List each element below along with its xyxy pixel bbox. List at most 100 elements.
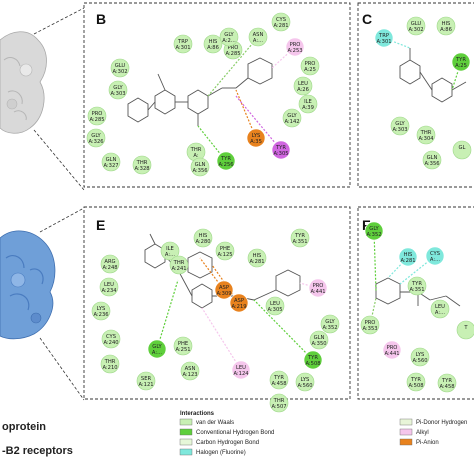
residue-label: ASN (185, 366, 196, 372)
residue-label: THR (104, 359, 116, 365)
residue-label: LEU (270, 301, 280, 307)
residue-disc (101, 152, 121, 172)
residue-label: A:2... (222, 38, 236, 44)
residue-leu: LEUA:... (430, 299, 450, 319)
residue-label: A:25 (304, 67, 316, 73)
residue-label: LEU (236, 365, 246, 371)
residue-label: A:234 (101, 288, 117, 294)
residue-label: A:351 (292, 239, 307, 245)
residue-disc (364, 221, 384, 241)
residue-label: GLN (106, 157, 117, 163)
legend-swatch (399, 438, 413, 446)
residue-disc (360, 315, 380, 335)
legend-title: Interactions (180, 411, 215, 417)
residue-label: GLY (287, 113, 297, 119)
residue-disc (293, 76, 313, 96)
residue-label: A:309 (216, 291, 231, 297)
residue-disc (86, 128, 106, 148)
residue-label: A:304 (418, 136, 434, 142)
residue-disc (390, 116, 410, 136)
residue-disc (269, 393, 289, 413)
residue-label: A:219 (231, 304, 246, 310)
residue-label: THR (273, 398, 285, 404)
residue-label: ASN (253, 32, 264, 38)
residue-label: CYS (430, 251, 440, 257)
residue-disc (398, 247, 418, 267)
interaction-lines (156, 36, 462, 371)
residue-label: A:441 (310, 289, 325, 295)
legend-swatch (399, 428, 413, 436)
residue-label: CYS (106, 334, 116, 340)
legend-swatch (179, 418, 193, 426)
residue-label: HIS (442, 21, 451, 27)
residue-disc (99, 277, 119, 297)
residue-disc (451, 52, 471, 72)
residue-label: A:301 (376, 39, 391, 45)
ligand-structure-c (399, 48, 467, 103)
residue-label: GLN (427, 155, 438, 161)
interaction-bond (156, 279, 179, 350)
residue-label: A:86 (440, 27, 452, 33)
interaction-bond (235, 95, 282, 151)
legend-item: van der Waals (179, 418, 234, 426)
residue-disc (173, 336, 193, 356)
residue-disc (87, 106, 107, 126)
residue-label: A:... (152, 350, 163, 356)
residue-label: TRP (378, 33, 389, 39)
residue-label: TYR (294, 233, 305, 239)
residue-disc (219, 27, 239, 47)
residue-disc (193, 228, 213, 248)
residue-disc (285, 37, 305, 57)
legend-swatch (399, 418, 413, 426)
residue-label: HIS (209, 39, 218, 45)
residue-disc (452, 140, 472, 160)
interaction-bond (299, 282, 319, 289)
residue-label: ILE (166, 246, 174, 252)
residue-label: ILE (304, 99, 312, 105)
residue-label: A:125 (217, 252, 232, 258)
residue-label: GLU (411, 21, 422, 27)
residue-disc (246, 128, 266, 148)
residue-disc (160, 241, 180, 261)
residue-label: GLY (113, 85, 123, 91)
residue-disc (91, 301, 111, 321)
residue-label: HIS (404, 252, 413, 258)
residue-label: T (463, 325, 468, 331)
panel-frame-e (83, 206, 351, 400)
panel-letter-e: E (96, 217, 105, 233)
residue-disc (265, 296, 285, 316)
residue-label: THR (173, 260, 185, 266)
panel-letter-f: F (362, 217, 371, 233)
residue-disc (271, 12, 291, 32)
residue-label: A:458 (439, 384, 454, 390)
residue-label: TYR (220, 156, 231, 162)
residue-label: ARG (104, 259, 115, 265)
residue-disc (100, 354, 120, 374)
residue-ile: ILEA:... (160, 241, 180, 261)
residue-label: A:35 (250, 139, 262, 145)
residue-label: A:302 (112, 69, 127, 75)
